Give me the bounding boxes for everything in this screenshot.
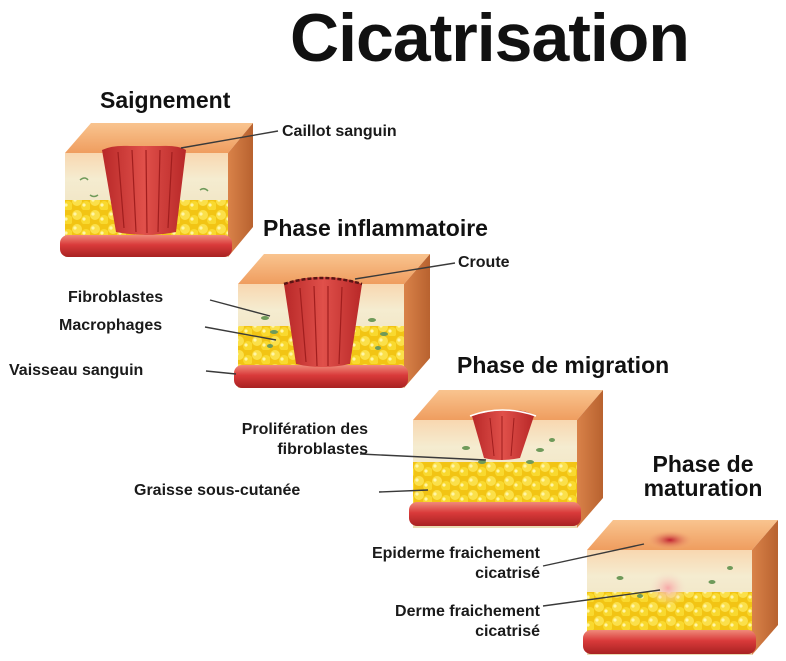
block-saignement: [60, 123, 253, 257]
label-derme-line2: cicatrisé: [330, 622, 540, 642]
vessel: [60, 235, 232, 257]
stage-title-inflammatoire: Phase inflammatoire: [263, 216, 488, 240]
stage-title-migration: Phase de migration: [457, 353, 669, 377]
label-derme: Derme fraichement cicatrisé: [330, 602, 540, 642]
vessel: [234, 365, 408, 388]
label-vaisseau-sanguin: Vaisseau sanguin: [9, 361, 143, 381]
blood-clot: [102, 146, 186, 235]
stage-title-maturation-line2: maturation: [640, 476, 766, 500]
label-croute: Croute: [458, 253, 510, 273]
stage-title-maturation-line1: Phase de: [640, 452, 766, 476]
label-epiderme-line2: cicatrisé: [330, 564, 540, 584]
block-migration: [409, 390, 603, 528]
label-caillot-sanguin: Caillot sanguin: [282, 122, 397, 142]
healed-epidermis: [646, 530, 694, 550]
label-epiderme-line1: Epiderme fraichement: [330, 544, 540, 564]
block-inflammatoire: [234, 254, 430, 388]
label-fibroblastes: Fibroblastes: [68, 288, 163, 308]
label-proliferation: Prolifération des fibroblastes: [190, 420, 368, 460]
label-macrophages: Macrophages: [59, 316, 162, 336]
stage-title-maturation: Phase de maturation: [640, 452, 766, 500]
stage-title-saignement: Saignement: [100, 88, 230, 112]
label-proliferation-line1: Prolifération des: [190, 420, 368, 440]
label-graisse: Graisse sous-cutanée: [134, 481, 300, 501]
block-maturation: [583, 520, 778, 655]
scab-wound: [284, 277, 362, 367]
page-title: Cicatrisation: [290, 4, 689, 72]
vessel: [583, 630, 756, 654]
vessel: [409, 502, 581, 526]
label-epiderme: Epiderme fraichement cicatrisé: [330, 544, 540, 584]
label-proliferation-line2: fibroblastes: [190, 440, 368, 460]
label-derme-line1: Derme fraichement: [330, 602, 540, 622]
healed-dermis: [648, 570, 688, 606]
